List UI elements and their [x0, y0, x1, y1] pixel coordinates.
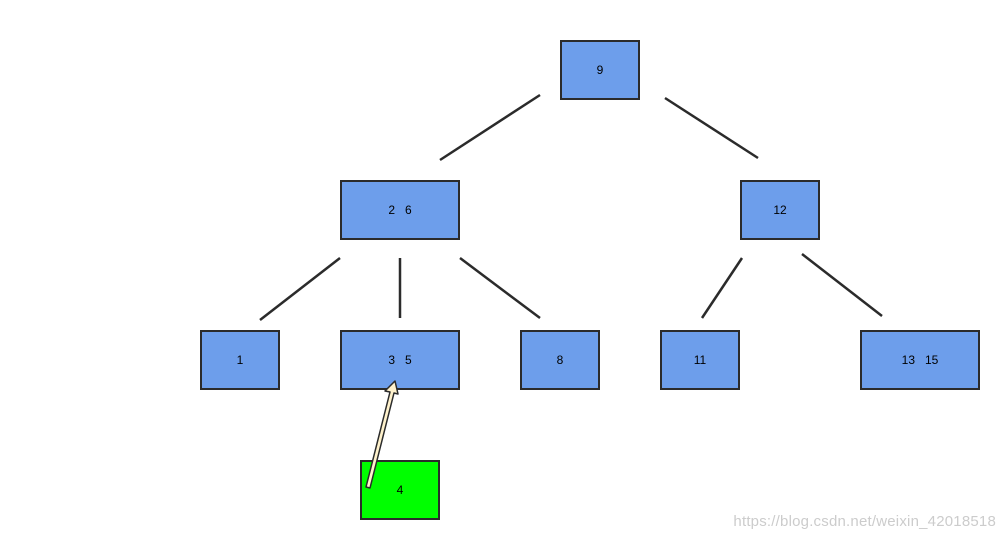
insert-arrow-icon: [365, 380, 399, 489]
node-8: 8: [520, 330, 600, 390]
node-11: 11: [660, 330, 740, 390]
node-13-15: 13 15: [860, 330, 980, 390]
node-key: 13: [901, 353, 915, 367]
edge-9-to-12: [664, 96, 759, 160]
node-key: 15: [925, 353, 939, 367]
node-key: 2: [388, 203, 395, 217]
node-key: 12: [773, 203, 787, 217]
edge-2-6-to-8: [459, 257, 541, 319]
node-9: 9: [560, 40, 640, 100]
node-1: 1: [200, 330, 280, 390]
node-3-5: 3 5: [340, 330, 460, 390]
node-2-6: 2 6: [340, 180, 460, 240]
node-key: 8: [556, 353, 564, 367]
node-12: 12: [740, 180, 820, 240]
edge-2-6-to-1: [259, 257, 341, 321]
node-key: 6: [405, 203, 412, 217]
edge-9-to-2-6: [439, 93, 541, 162]
edge-12-to-11: [700, 257, 744, 319]
node-key: 4: [396, 483, 404, 497]
edge-12-to-13-15: [801, 253, 883, 317]
watermark-url: https://blog.csdn.net/weixin_42018518: [733, 513, 996, 530]
node-key: 11: [693, 353, 707, 367]
node-key: 9: [596, 63, 604, 77]
node-key: 3: [388, 353, 395, 367]
node-key: 5: [405, 353, 412, 367]
node-key: 1: [236, 353, 244, 367]
